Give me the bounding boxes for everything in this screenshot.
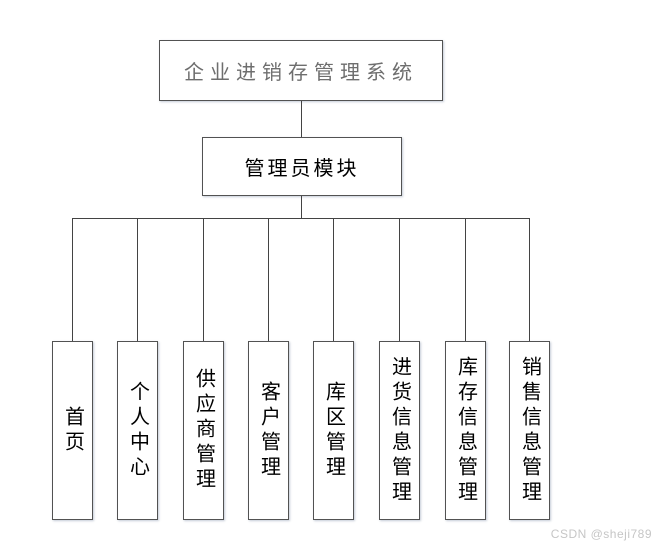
child-box-home: 首页 [52,341,93,520]
connector-module-to-bus [301,196,302,218]
drop-line-purchase-info-management [399,219,400,341]
child-box-sales-info-management: 销售信息管理 [509,341,550,520]
child-box-label: 个人中心 [126,380,149,481]
drop-line-home [72,219,73,341]
drop-line-sales-info-management [529,219,530,341]
child-box-label: 库存信息管理 [454,355,477,506]
bus-line [72,218,530,219]
child-box-purchase-info-management: 进货信息管理 [379,341,420,520]
connector-root-to-module [301,101,302,137]
child-box-warehouse-area-management: 库区管理 [313,341,354,520]
child-box-customer-management: 客户管理 [248,341,289,520]
child-box-supplier-management: 供应商管理 [183,341,224,520]
drop-line-personal-center [137,219,138,341]
watermark: CSDN @sheji789 [550,527,652,541]
child-box-personal-center: 个人中心 [117,341,158,520]
child-box-inventory-info-management: 库存信息管理 [445,341,486,520]
child-box-label: 进货信息管理 [388,355,411,506]
drop-line-supplier-management [203,219,204,341]
child-box-label: 销售信息管理 [518,355,541,506]
child-box-label: 客户管理 [257,380,280,481]
child-box-label: 首页 [61,405,84,456]
child-box-label: 库区管理 [322,380,345,481]
child-box-label: 供应商管理 [192,368,215,493]
drop-line-warehouse-area-management [333,219,334,341]
module-box: 管理员模块 [202,137,402,196]
drop-line-inventory-info-management [465,219,466,341]
module-label: 管理员模块 [244,158,360,180]
root-label: 企业进销存管理系统 [184,60,418,84]
drop-line-customer-management [268,219,269,341]
root-box: 企业进销存管理系统 [159,40,443,101]
